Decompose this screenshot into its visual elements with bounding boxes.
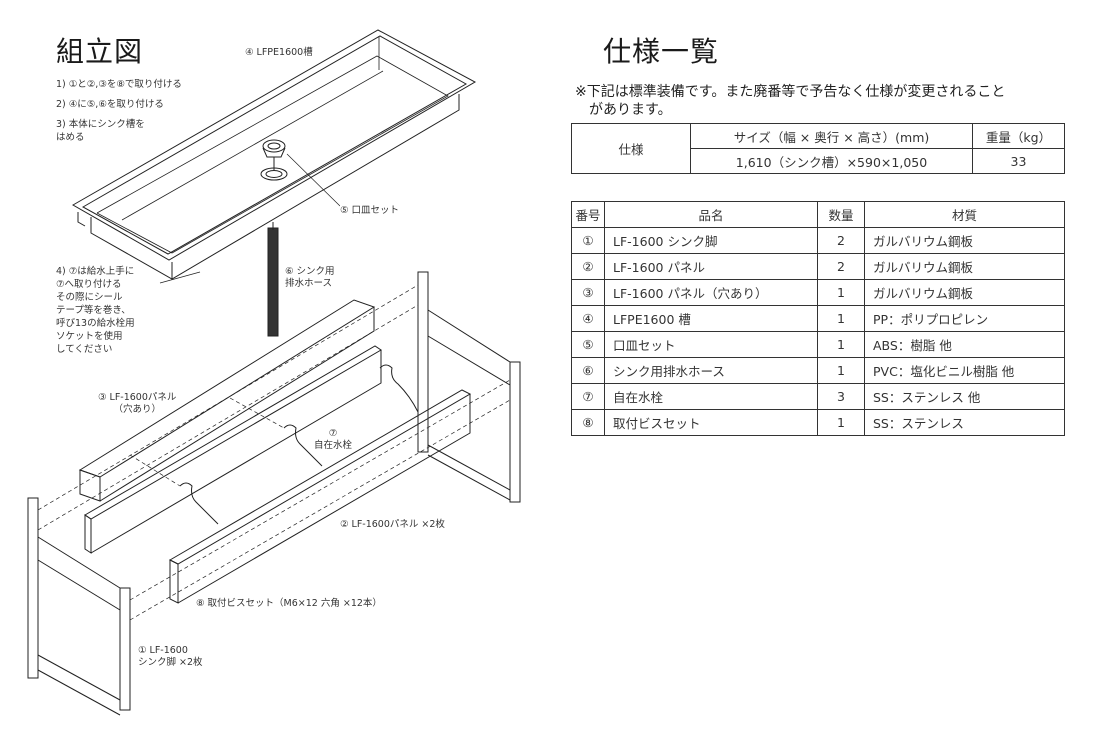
part-material: ガルバリウム鋼板 [864, 227, 1065, 254]
part-material: ABS：樹脂 他 [864, 331, 1065, 358]
part-name: 口皿セット [604, 331, 818, 358]
part-quantity: 3 [817, 383, 865, 410]
header-item-name: 品名 [604, 201, 818, 228]
label-drain-hose: ⑥ シンク用 排水ホース [285, 266, 335, 289]
spec-row-header: 仕様 [571, 123, 691, 174]
assembly-guide-lines [37, 284, 511, 621]
label-sink: ④ LFPE1600槽 [245, 47, 313, 59]
assembly-step-2: 2) ④に⑤,⑥を取り付ける [56, 99, 164, 110]
spec-weight-header: 重量（kg） [972, 123, 1065, 149]
spec-weight-value: 33 [972, 148, 1065, 174]
sink-basin-illustration [71, 29, 477, 280]
part-name: LF-1600 パネル（穴あり） [604, 279, 818, 306]
assembly-step-3: 3) 本体にシンク槽を はめる [56, 119, 145, 143]
part-number: ③ [571, 279, 605, 306]
part-number: ⑧ [571, 409, 605, 436]
part-quantity: 2 [817, 227, 865, 254]
part-number: ④ [571, 305, 605, 332]
part-quantity: 1 [817, 357, 865, 384]
part-material: SS：ステンレス 他 [864, 383, 1065, 410]
part-material: ガルバリウム鋼板 [864, 253, 1065, 280]
assembly-step-4: 4) ⑦は給水上手に ⑦へ取り付ける その際にシール テープ等を巻き、 呼び13… [56, 266, 135, 355]
part-material: ガルバリウム鋼板 [864, 279, 1065, 306]
table-row: ⑦ 自在水栓 3 SS：ステンレス 他 [571, 383, 1065, 410]
part-number: ② [571, 253, 605, 280]
part-number: ⑥ [571, 357, 605, 384]
label-drain-set: ⑤ 口皿セット [340, 205, 400, 217]
part-name: LF-1600 パネル [604, 253, 818, 280]
part-number: ⑦ [571, 383, 605, 410]
table-row: ② LF-1600 パネル 2 ガルバリウム鋼板 [571, 253, 1065, 280]
label-panel: ② LF-1600パネル ×2枚 [340, 519, 445, 530]
parts-table: 番号 品名 数量 材質 ① LF-1600 シンク脚 2 ガルバリウム鋼板 ② … [571, 201, 1065, 436]
spec-title: 仕様一覧 [603, 35, 720, 68]
part-name: LF-1600 シンク脚 [604, 227, 818, 254]
part-material: PVC：塩化ビニル樹脂 他 [864, 357, 1065, 384]
part-quantity: 1 [817, 279, 865, 306]
drain-hose-illustration [267, 222, 279, 337]
faucet-illustration [179, 364, 419, 525]
panel-front-illustration [168, 389, 472, 604]
label-sink-legs: ① LF-1600 シンク脚 ×2枚 [138, 645, 203, 668]
spec-size-value: 1,610（シンク槽）×590×1,050 [690, 148, 973, 174]
table-row: ① LF-1600 シンク脚 2 ガルバリウム鋼板 [571, 227, 1065, 254]
parts-header-row: 番号 品名 数量 材質 [571, 201, 1065, 228]
panel-middle-illustration [84, 345, 382, 554]
panel-with-hole-illustration [78, 299, 376, 502]
part-name: シンク用排水ホース [604, 357, 818, 384]
sink-leg-left-illustration [27, 497, 131, 716]
table-row: ⑧ 取付ビスセット 1 SS：ステンレス [571, 409, 1065, 436]
table-row: ③ LF-1600 パネル（穴あり） 1 ガルバリウム鋼板 [571, 279, 1065, 306]
part-number: ① [571, 227, 605, 254]
part-name: 取付ビスセット [604, 409, 818, 436]
spec-note: ※下記は標準装備です。また廃番等で予告なく仕様が変更されること があります。 [575, 84, 1006, 118]
assembly-step-1: 1) ①と②,③を⑧で取り付ける [56, 79, 182, 90]
part-name: LFPE1600 槽 [604, 305, 818, 332]
header-number: 番号 [571, 201, 605, 228]
assembly-title: 組立図 [56, 35, 144, 68]
table-row: ⑥ シンク用排水ホース 1 PVC：塩化ビニル樹脂 他 [571, 357, 1065, 384]
header-quantity: 数量 [817, 201, 865, 228]
part-material: PP：ポリプロピレン [864, 305, 1065, 332]
part-quantity: 1 [817, 331, 865, 358]
table-row: ⑤ 口皿セット 1 ABS：樹脂 他 [571, 331, 1065, 358]
spec-table: 仕様 サイズ（幅 × 奥行 × 高さ）(mm) 重量（kg） 1,610（シンク… [571, 123, 1065, 174]
label-faucet: ⑦ 自在水栓 [314, 428, 353, 451]
label-panel-with-hole: ③ LF-1600パネル （穴あり） [98, 392, 177, 415]
part-quantity: 1 [817, 409, 865, 436]
drain-set-illustration [260, 139, 341, 207]
label-screw-set: ⑧ 取付ビスセット（M6×12 六角 ×12本） [196, 598, 382, 609]
part-quantity: 2 [817, 253, 865, 280]
spec-size-header: サイズ（幅 × 奥行 × 高さ）(mm) [690, 123, 973, 149]
part-material: SS：ステンレス [864, 409, 1065, 436]
part-quantity: 1 [817, 305, 865, 332]
table-row: ④ LFPE1600 槽 1 PP：ポリプロピレン [571, 305, 1065, 332]
sink-leg-right-illustration [417, 271, 521, 503]
part-number: ⑤ [571, 331, 605, 358]
header-material: 材質 [864, 201, 1065, 228]
part-name: 自在水栓 [604, 383, 818, 410]
assembly-drawing [27, 29, 521, 716]
